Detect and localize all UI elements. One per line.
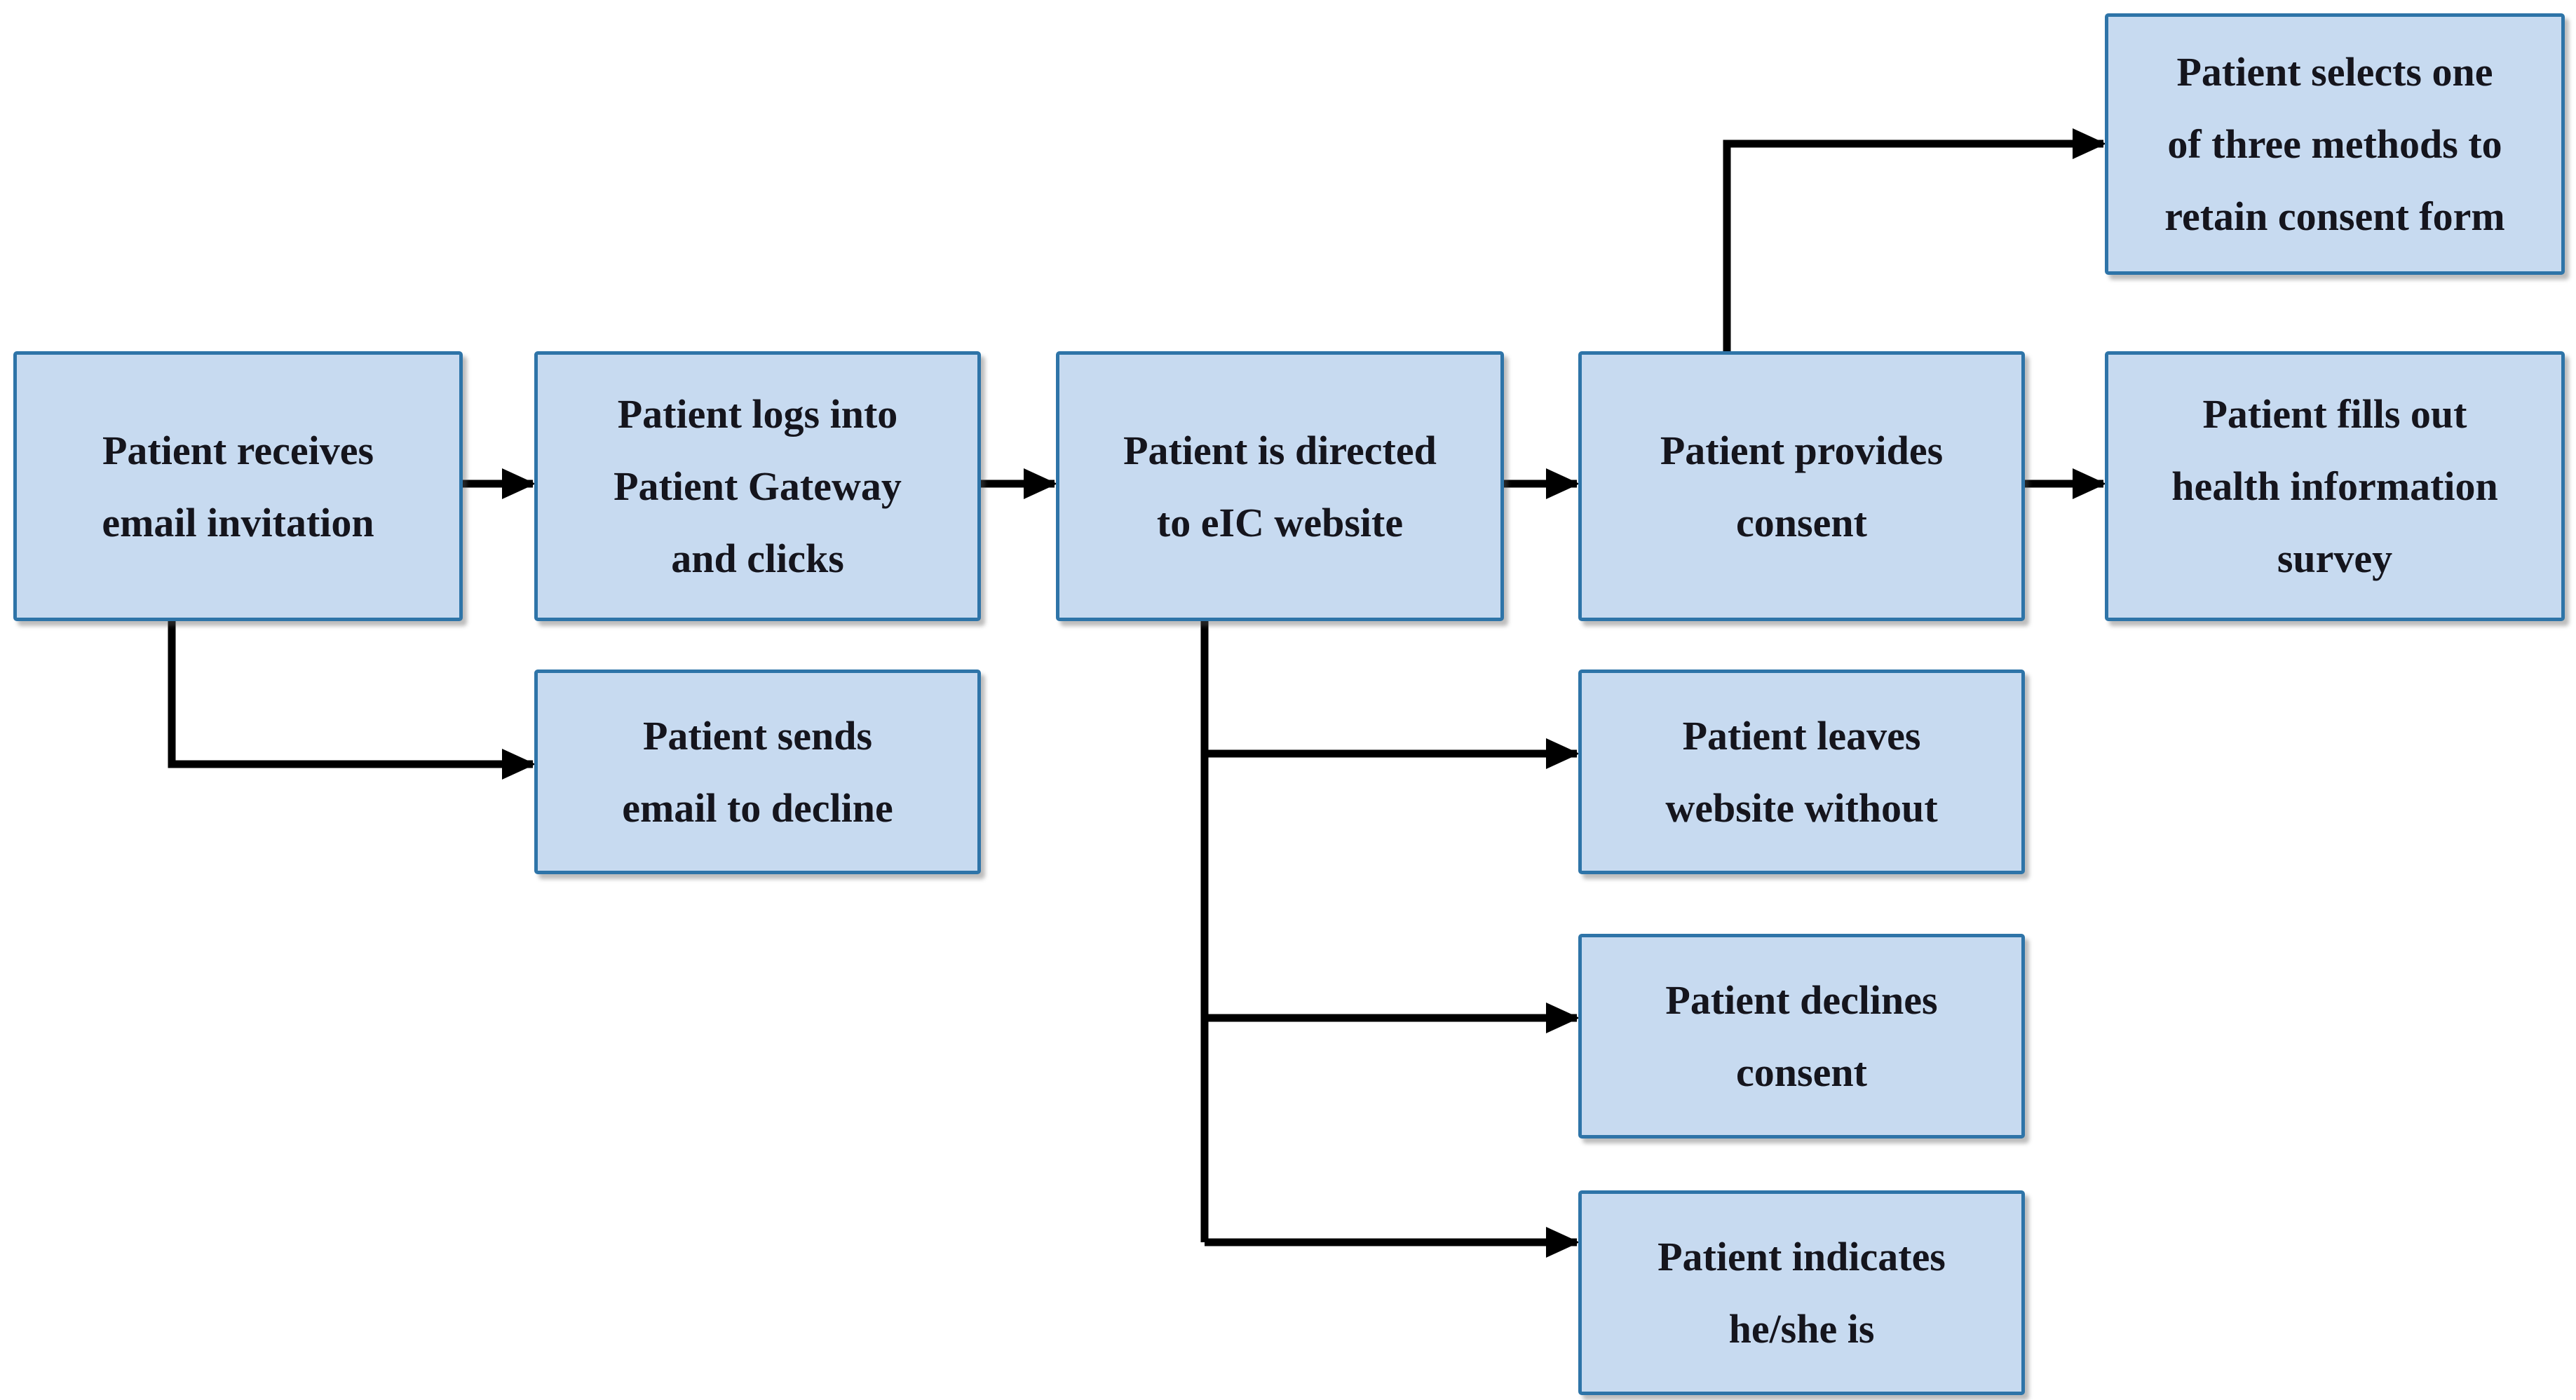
- flow-node-directed-to-eic: Patient is directed to eIC website: [1056, 351, 1504, 621]
- flow-node-label-line: health information: [2171, 463, 2498, 509]
- flow-node-label-line: survey: [2277, 536, 2393, 581]
- flow-node-fills-health-survey: Patient fills out health information sur…: [2105, 351, 2565, 621]
- flow-node-label-line: email to decline: [622, 785, 893, 831]
- flow-node-label-line: Patient sends: [642, 713, 873, 759]
- arrow-receives-to-decline-email: [168, 619, 536, 780]
- flow-node-selects-retention-method: Patient selects one of three methods to …: [2105, 13, 2565, 275]
- flow-node-label-line: Patient fills out: [2202, 391, 2467, 437]
- flow-node-label-line: Patient receives: [102, 427, 374, 473]
- flow-node-label-line: Patient leaves: [1682, 713, 1921, 759]
- flow-node-label-line: Patient selects one: [2176, 49, 2493, 95]
- flow-node-declines-consent: Patient declines consent: [1578, 934, 2025, 1139]
- flow-node-label-line: retain consent form: [2164, 193, 2505, 239]
- flow-node-label-line: and clicks: [671, 536, 844, 581]
- flow-node-patient-receives-email: Patient receives email invitation: [13, 351, 463, 621]
- flow-node-label-line: consent: [1736, 1049, 1867, 1095]
- flow-node-sends-decline-email: Patient sends email to decline: [534, 670, 981, 874]
- flow-node-label-line: Patient Gateway: [614, 463, 902, 509]
- flow-node-label-line: consent: [1736, 499, 1867, 545]
- arrow-consent-to-selects-method: [1723, 128, 2106, 353]
- flow-node-indicates-minor: Patient indicates he/she is: [1578, 1190, 2025, 1395]
- flow-node-label-line: Patient logs into: [617, 391, 898, 437]
- flow-node-label-line: Patient provides: [1660, 427, 1944, 473]
- flow-node-label-line: of three methods to: [2167, 121, 2502, 167]
- flow-node-label-line: to eIC website: [1156, 499, 1404, 545]
- flow-node-provides-consent: Patient provides consent: [1578, 351, 2025, 621]
- flow-node-label-line: Patient is directed: [1123, 427, 1437, 473]
- flow-node-label-line: email invitation: [102, 499, 374, 545]
- flow-node-label-line: he/she is: [1728, 1306, 1875, 1352]
- flow-node-label-line: Patient declines: [1665, 977, 1938, 1023]
- flow-node-patient-logs-in: Patient logs into Patient Gateway and cl…: [534, 351, 981, 621]
- flow-node-label-line: Patient indicates: [1658, 1234, 1946, 1279]
- flow-node-label-line: website without: [1665, 785, 1938, 831]
- flow-node-leaves-website: Patient leaves website without: [1578, 670, 2025, 874]
